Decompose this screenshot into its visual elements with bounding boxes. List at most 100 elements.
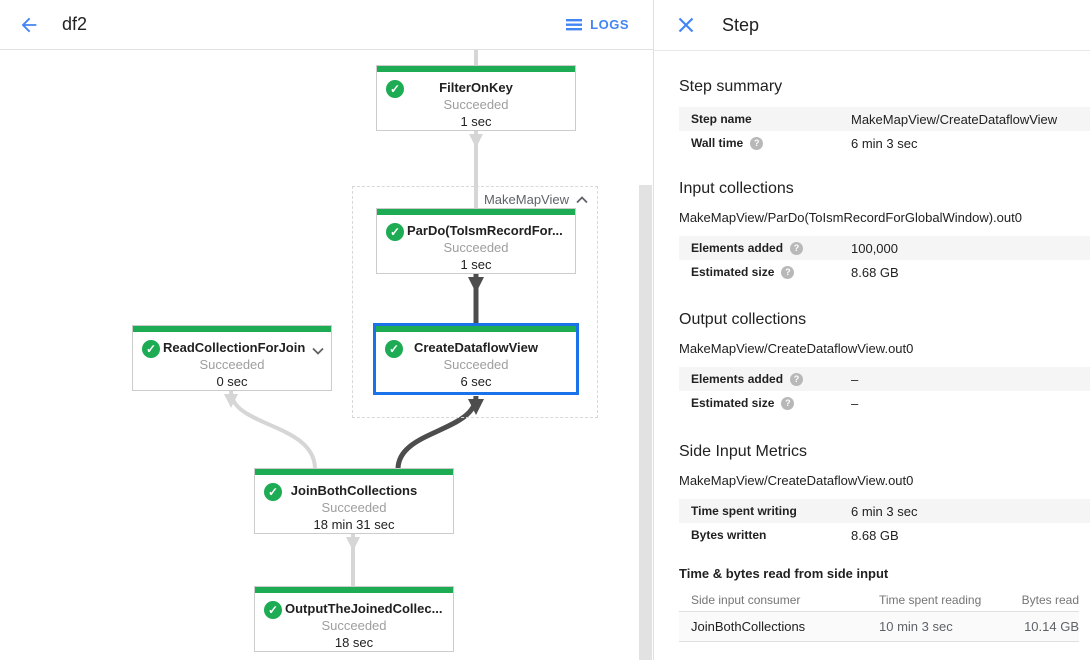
node-time: 6 sec [460,374,492,389]
node-status-bar [255,469,453,475]
kv-label-text: Step name [691,112,752,126]
kv-value: 6 min 3 sec [851,135,918,151]
node-status-bar [377,66,575,72]
node-status: Succeeded [443,240,509,255]
node-status-bar [133,326,331,332]
kv-row-elements-added: Elements added ? – [679,367,1090,391]
kv-label: Step name [691,112,851,126]
panel-title: Step [722,14,760,35]
kv-row-elements-added: Elements added ? 100,000 [679,236,1090,260]
kv-value: – [851,395,859,411]
chevron-up-icon [576,195,588,203]
logs-button[interactable]: LOGS [565,17,629,33]
close-panel-button[interactable] [675,14,697,36]
kv-value: – [851,371,859,387]
node-title: OutputTheJoinedCollec... [285,601,443,616]
section-heading-output-collections: Output collections [679,311,807,328]
node-title: FilterOnKey [439,80,513,95]
kv-label-text: Elements added [691,241,784,255]
chevron-down-icon [312,347,324,355]
help-icon[interactable]: ? [781,265,795,279]
panel-header: Step [654,0,1090,51]
kv-label-text: Estimated size [691,265,775,279]
kv-value: 8.68 GB [851,264,899,280]
column-header-consumer: Side input consumer [691,593,801,607]
check-circle-icon: ✓ [385,340,403,358]
node-title: JoinBothCollections [290,483,418,498]
check-circle-icon: ✓ [264,601,282,619]
kv-label: Elements added ? [691,372,851,386]
kv-value: 6 min 3 sec [851,503,918,519]
kv-row-estimated-size: Estimated size ? 8.68 GB [679,260,1090,284]
kv-label: Estimated size ? [691,265,851,279]
kv-label-text: Estimated size [691,396,775,410]
kv-row-time-spent-writing: Time spent writing 6 min 3 sec [679,499,1090,523]
node-status: Succeeded [321,500,387,515]
table-row: JoinBothCollections 10 min 3 sec 10.14 G… [679,612,1079,642]
kv-label-text: Wall time [691,136,744,150]
kv-label-text: Bytes written [691,528,767,542]
kv-value: 100,000 [851,240,898,256]
back-button[interactable] [16,12,42,38]
panel-body: Step summary Step name MakeMapView/Creat… [654,78,1090,642]
kv-value: 8.68 GB [851,527,899,543]
kv-row-estimated-size: Estimated size ? – [679,391,1090,415]
check-circle-icon: ✓ [386,80,404,98]
side-input-table-header: Side input consumer Time spent reading B… [679,589,1079,612]
graph-header: df2 LOGS [0,0,653,50]
graph-node-createdataflowview-selected[interactable]: ✓ CreateDataflowView Succeeded 6 sec [373,323,579,395]
input-collection-name: MakeMapView/ParDo(ToIsmRecordForGlobalWi… [679,210,1022,225]
node-status-bar [377,209,575,215]
kv-row-step-name: Step name MakeMapView/CreateDataflowView [679,107,1090,131]
node-status-bar [255,587,453,593]
graph-node-pardo-toismrecord[interactable]: ✓ ParDo(ToIsmRecordFor... Succeeded 1 se… [376,208,576,274]
side-input-table: Side input consumer Time spent reading B… [679,589,1079,642]
node-title: ReadCollectionForJoin [163,340,306,355]
section-heading-input-collections: Input collections [679,180,794,197]
node-time: 1 sec [460,114,492,129]
side-input-collection-name: MakeMapView/CreateDataflowView.out0 [679,473,914,488]
kv-label: Elements added ? [691,241,851,255]
cell-consumer: JoinBothCollections [691,619,806,634]
kv-label-text: Time spent writing [691,504,797,518]
side-input-metrics-rows: Time spent writing 6 min 3 sec Bytes wri… [679,499,1090,547]
node-time: 0 sec [216,374,248,389]
help-icon[interactable]: ? [790,241,804,255]
close-icon [678,17,694,33]
graph-node-outputthejoinedcollection[interactable]: ✓ OutputTheJoinedCollec... Succeeded 18 … [254,586,454,652]
output-collections-rows: Elements added ? – Estimated size ? – [679,367,1090,415]
group-makemapview: MakeMapView [352,186,598,418]
node-title: CreateDataflowView [413,340,539,355]
column-header-bytes: Bytes read [1021,593,1079,607]
graph-node-readcollectionforjoin[interactable]: ✓ ReadCollectionForJoin Succeeded 0 sec [132,325,332,391]
graph-vertical-scrollbar[interactable] [639,185,652,660]
check-circle-icon: ✓ [386,223,404,241]
arrow-back-icon [21,17,37,32]
step-detail-panel: Step Step summary Step name MakeMapView/… [653,0,1090,660]
graph-node-filteronkey[interactable]: ✓ FilterOnKey Succeeded 1 sec [376,65,576,131]
job-title: df2 [62,14,88,34]
node-status: Succeeded [443,357,509,372]
node-status: Succeeded [443,97,509,112]
node-expand-toggle[interactable] [312,342,324,360]
kv-label: Time spent writing [691,504,851,518]
help-icon[interactable]: ? [790,372,804,386]
node-status: Succeeded [321,618,387,633]
group-makemapview-toggle[interactable]: MakeMapView [484,192,588,207]
help-icon[interactable]: ? [750,136,764,150]
column-header-time: Time spent reading [879,593,982,607]
check-circle-icon: ✓ [142,340,160,358]
graph-node-joinbothcollections[interactable]: ✓ JoinBothCollections Succeeded 18 min 3… [254,468,454,534]
kv-row-wall-time: Wall time ? 6 min 3 sec [679,131,1090,155]
node-time: 1 sec [460,257,492,272]
check-circle-icon: ✓ [264,483,282,501]
cell-bytes-read: 10.14 GB [1024,619,1079,634]
node-status-bar [376,326,576,332]
step-summary-rows: Step name MakeMapView/CreateDataflowView… [679,107,1090,155]
node-time: 18 sec [334,635,374,650]
output-collection-name: MakeMapView/CreateDataflowView.out0 [679,341,914,356]
help-icon[interactable]: ? [781,396,795,410]
logs-label: LOGS [590,17,629,32]
pipeline-graph-pane: df2 LOGS [0,0,653,660]
